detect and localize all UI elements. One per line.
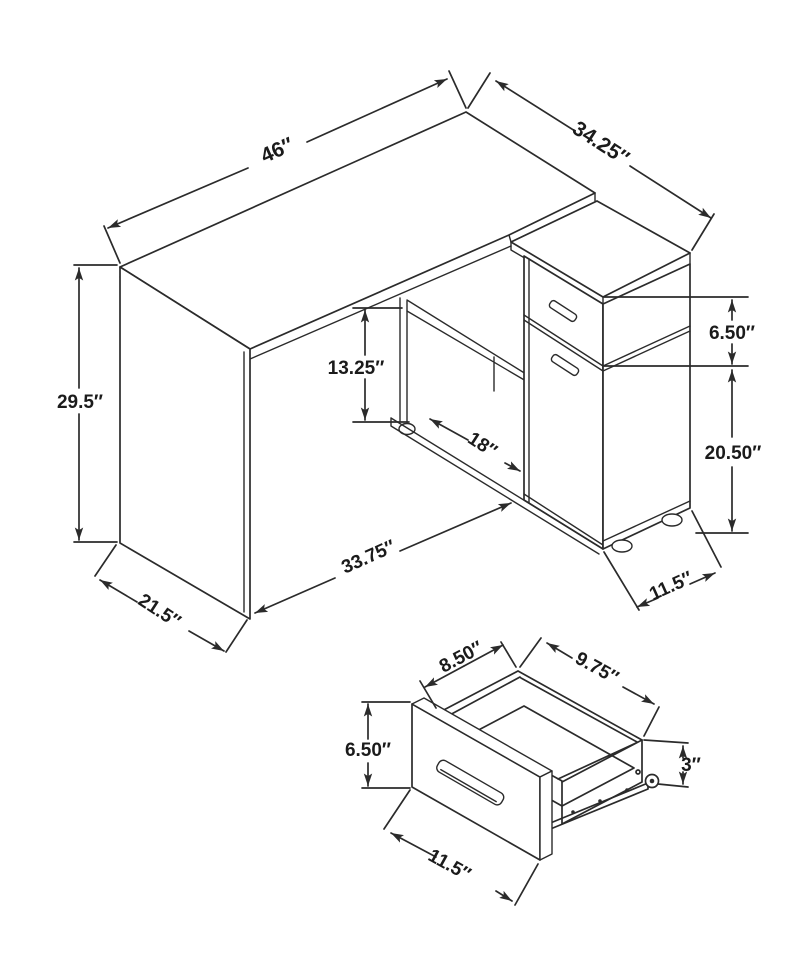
desk-divider-foot — [398, 422, 416, 436]
dim-850-extensions — [419, 641, 517, 709]
dim-3425-extensions — [467, 72, 715, 251]
dim-975-line — [622, 686, 655, 705]
desk-left-side-panel — [119, 266, 251, 620]
rail-wheel-hub — [649, 778, 655, 784]
dim-3-extensions — [643, 739, 689, 788]
cabinet-drawer-gap — [523, 314, 604, 372]
dim-46-extensions — [103, 70, 467, 264]
drawer-box-right-wall — [561, 739, 643, 825]
dim-drawer-115-extensions — [383, 789, 539, 906]
drawer-front-panel-side — [539, 770, 553, 861]
dim-3375-line — [399, 502, 512, 552]
dim-label-drawer-inner-depth: 8.50″ — [436, 637, 487, 677]
dim-115-line — [689, 572, 716, 585]
dim-295-ticks — [73, 264, 118, 543]
dim-label-drawer-front-height: 6.50″ — [709, 323, 755, 344]
drawer-figure: 6.50″ 8.50″ 9.75″ 11.5″ 3″ — [345, 637, 701, 906]
cabinet-door-handle — [550, 353, 580, 377]
dim-115-extensions — [603, 510, 722, 611]
dim-18-line — [429, 418, 469, 441]
dim-label-side-depth: 21.5″ — [134, 590, 184, 633]
dim-850-line — [424, 665, 465, 688]
cabinet-door-bottom-gap — [523, 493, 604, 546]
dim-label-slide-height: 3″ — [681, 755, 701, 776]
rail-screw — [625, 788, 629, 792]
desk-divider-panel — [399, 297, 408, 425]
dim-drawer-115-line — [390, 832, 437, 858]
cabinet-right-panel-lines — [602, 325, 691, 542]
dim-215-line — [188, 630, 225, 652]
dim-115-line — [636, 597, 659, 608]
dim-215-extensions — [94, 544, 248, 653]
dim-46-line — [107, 167, 249, 229]
dim-label-drawer-inner-width: 9.75″ — [572, 648, 622, 689]
dim-drawer-115-line — [495, 890, 513, 902]
dim-label-desk-height: 29.5″ — [57, 392, 103, 413]
dim-3425-line — [629, 165, 712, 219]
drawer-front-handle — [436, 759, 505, 806]
dim-label-desk-top-right: 34.25″ — [568, 117, 633, 170]
cabinet-front-face — [523, 255, 604, 550]
dim-label-drawer-front-width: 11.5″ — [424, 845, 474, 885]
dim-drawer-650-ticks — [361, 701, 411, 789]
dim-650-ticks — [603, 296, 749, 367]
dim-46-line — [306, 78, 448, 143]
dim-label-cabinet-depth: 11.5″ — [646, 568, 696, 606]
dim-850-line — [463, 644, 504, 667]
cabinet-foot — [661, 513, 683, 527]
dim-975-extensions — [519, 637, 660, 737]
dim-3375-line — [254, 577, 336, 614]
drawer-box-rims — [437, 670, 643, 783]
drawer-wall-screw-hole — [635, 769, 641, 775]
dim-label-base-length: 33.75″ — [338, 536, 398, 578]
dim-label-drawer-height: 6.50″ — [345, 740, 391, 761]
rail-screw — [598, 799, 602, 803]
dim-18-line — [504, 461, 521, 472]
dim-label-desk-top-left: 46″ — [257, 133, 297, 168]
dim-3425-line — [495, 80, 576, 132]
desk-figure: 46″ 34.25″ 29.5″ 13.25″ 6.50″ — [57, 70, 762, 653]
dim-label-shelf-width: 18″ — [464, 428, 501, 462]
dim-label-door-front-height: 20.50″ — [705, 443, 762, 464]
dim-1325-ticks — [352, 307, 410, 423]
dim-215-line — [99, 579, 138, 603]
dim-975-line — [546, 642, 573, 659]
desk-shelf — [406, 299, 527, 392]
dim-label-opening-height: 13.25″ — [328, 358, 385, 379]
drawer-slide-rail — [547, 773, 660, 831]
rail-screw — [571, 810, 575, 814]
cabinet-drawer-handle — [548, 299, 578, 323]
cabinet-foot — [611, 539, 633, 553]
